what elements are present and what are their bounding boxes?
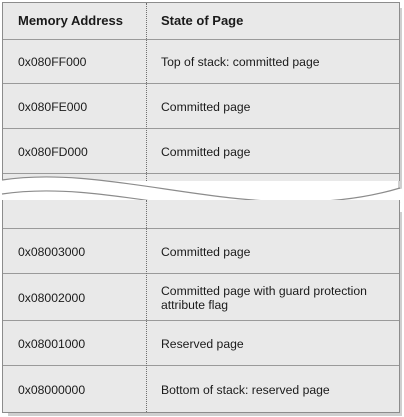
- state-cell: Committed page: [161, 244, 251, 259]
- column-divider: [146, 3, 147, 181]
- address-cell: 0x08000000: [18, 382, 86, 397]
- table-lower-section: 0x08003000 Committed page 0x08002000 Com…: [2, 200, 400, 413]
- state-cell: Committed page: [161, 99, 251, 114]
- state-cell: Top of stack: committed page: [161, 55, 320, 69]
- address-cell: 0x080FF000: [18, 55, 87, 69]
- table-row-partial: [3, 173, 399, 182]
- table-row: 0x08002000 Committed page with guard pro…: [3, 273, 399, 321]
- table-shadow-right: [398, 8, 402, 189]
- table-row: 0x080FE000 Committed page: [3, 83, 399, 129]
- state-cell: Committed page with guard protection att…: [161, 283, 367, 312]
- table-header-row: Memory Address State of Page: [3, 3, 399, 39]
- address-cell: 0x080FE000: [18, 99, 88, 114]
- address-cell: 0x08003000: [18, 244, 86, 259]
- table-shadow-bottom: [8, 412, 402, 416]
- table-row-partial: [3, 200, 399, 228]
- header-memory-address: Memory Address: [18, 13, 123, 28]
- address-cell: 0x08002000: [18, 290, 86, 305]
- state-cell: Reserved page: [161, 336, 244, 351]
- table-row: 0x08001000 Reserved page: [3, 320, 399, 366]
- table-upper-section: Memory Address State of Page 0x080FF000 …: [2, 2, 400, 181]
- state-cell: Committed page: [161, 144, 251, 159]
- table-shadow-right-lower: [398, 212, 402, 412]
- header-state-of-page: State of Page: [161, 13, 244, 28]
- table-row: 0x08003000 Committed page: [3, 228, 399, 274]
- address-cell: 0x08001000: [18, 336, 86, 351]
- table-row: 0x08000000 Bottom of stack: reserved pag…: [3, 365, 399, 413]
- state-cell: Bottom of stack: reserved page: [161, 382, 330, 397]
- address-cell: 0x080FD000: [18, 144, 88, 159]
- table-row: 0x080FD000 Committed page: [3, 128, 399, 174]
- column-divider: [146, 200, 147, 412]
- table-row: 0x080FF000 Top of stack: committed page: [3, 39, 399, 84]
